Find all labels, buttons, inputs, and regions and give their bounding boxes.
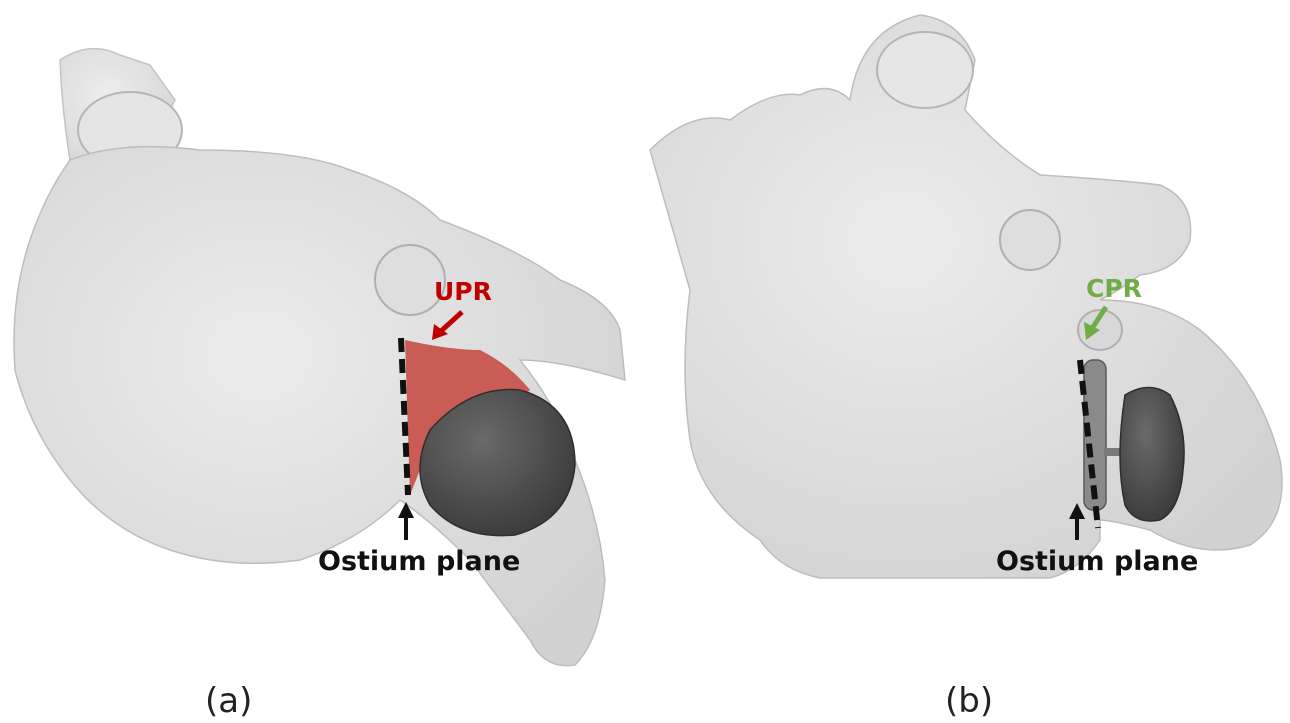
- vein-opening-b2: [1000, 210, 1060, 270]
- occluder-device-b: [1120, 388, 1184, 522]
- panel-b: CPR Ostium plane (b): [650, 15, 1282, 721]
- vein-opening-b1: [877, 32, 973, 108]
- panel-caption-b: (b): [945, 681, 993, 721]
- panel-caption-a: (a): [205, 681, 252, 721]
- panel-a: UPR Ostium plane (a): [14, 49, 625, 721]
- callout-label-cpr: CPR: [1086, 274, 1142, 303]
- plane-label-b: Ostium plane: [996, 546, 1198, 577]
- atrium-body-b: [650, 15, 1282, 578]
- plane-label-a: Ostium plane: [318, 546, 520, 577]
- left-atrium-model-b: [650, 15, 1282, 578]
- callout-label-upr: UPR: [434, 277, 492, 306]
